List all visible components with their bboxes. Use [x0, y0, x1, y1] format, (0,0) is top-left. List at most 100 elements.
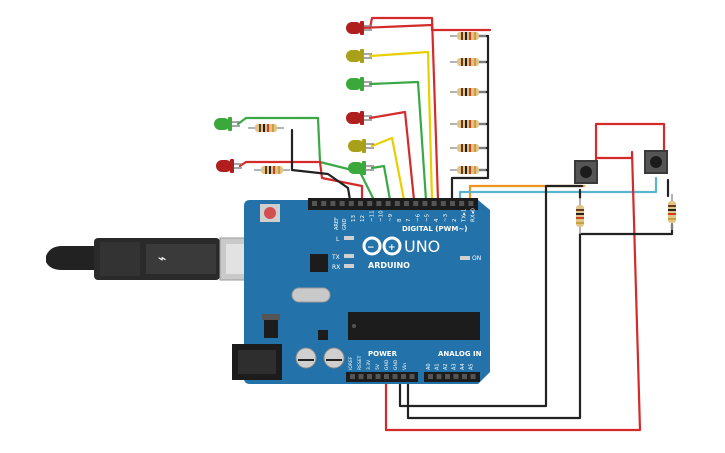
wire-red-left[interactable]	[238, 160, 364, 202]
resistor[interactable]	[450, 58, 486, 66]
header-pin[interactable]	[468, 201, 474, 206]
pushbutton-left[interactable]	[574, 160, 598, 184]
wire-yellow-led5[interactable]	[370, 136, 406, 202]
wires	[236, 16, 674, 432]
wire-black-led-rail[interactable]	[476, 60, 490, 172]
header-pin[interactable]	[394, 201, 400, 206]
usb-symbol-icon: ⌁	[158, 251, 166, 267]
header-pin[interactable]	[404, 201, 409, 206]
pin-label: 8	[397, 218, 403, 222]
reset-button[interactable]	[264, 207, 276, 219]
header-pin[interactable]	[358, 201, 363, 206]
pin-label: A2	[443, 363, 449, 370]
on-label: ON	[472, 255, 481, 262]
header-pin[interactable]	[376, 201, 382, 206]
pin-label: A0	[426, 363, 432, 370]
header-pin[interactable]	[339, 201, 345, 206]
header-pin[interactable]	[445, 374, 450, 379]
capacitor-2	[323, 347, 345, 369]
header-pin[interactable]	[367, 374, 372, 379]
wire-red-led4[interactable]	[368, 110, 416, 202]
pin-label: RX◂0	[471, 208, 477, 222]
arduino-logo-icon	[362, 236, 402, 256]
header-pin[interactable]	[401, 374, 406, 379]
resistor[interactable]	[450, 32, 486, 40]
wire-red-button-loop[interactable]	[384, 122, 666, 432]
header-pin[interactable]	[392, 374, 398, 379]
resistor[interactable]	[254, 166, 290, 174]
header-pin[interactable]	[367, 201, 373, 206]
pin-label: ~11	[369, 210, 375, 222]
header-pin[interactable]	[453, 374, 459, 379]
wire-black-left[interactable]	[290, 128, 352, 202]
header-pin[interactable]	[459, 201, 465, 206]
gnd-label: GND	[342, 218, 348, 230]
header-pin[interactable]	[422, 201, 428, 206]
led[interactable]	[348, 139, 374, 153]
header-pin[interactable]	[350, 374, 355, 379]
tx-led	[344, 254, 354, 258]
wire-black-gnd-long[interactable]	[398, 184, 584, 408]
pin-label: IOREF	[348, 356, 354, 370]
wire-yellow-led2[interactable]	[368, 50, 434, 202]
header-pin[interactable]	[409, 374, 415, 379]
pushbutton-right[interactable]	[644, 150, 668, 174]
resistor[interactable]	[248, 124, 284, 132]
resistor[interactable]	[450, 144, 486, 152]
pin-label: 12	[360, 215, 366, 222]
wire-black-gnd-right[interactable]	[406, 222, 674, 420]
digital-header-label: DIGITAL (PWM~)	[402, 225, 467, 233]
wire-green-left[interactable]	[236, 116, 376, 202]
resistor[interactable]	[576, 198, 584, 234]
usb-chip	[310, 254, 328, 272]
pin-label: 3.3V	[366, 359, 372, 370]
led[interactable]	[346, 111, 372, 125]
led-group	[214, 21, 374, 175]
header-pin[interactable]	[462, 374, 467, 379]
wire-cyan-button[interactable]	[458, 176, 658, 202]
resistor[interactable]	[668, 194, 676, 230]
header-pin[interactable]	[413, 201, 419, 206]
power-header[interactable]	[346, 372, 418, 382]
header-pin[interactable]	[450, 201, 455, 206]
led[interactable]	[216, 159, 242, 173]
on-led	[460, 256, 470, 260]
led[interactable]	[348, 161, 374, 175]
wire-green-led3[interactable]	[368, 80, 428, 202]
wire-red-top[interactable]	[358, 23, 492, 32]
board-model: UNO	[404, 237, 440, 256]
resistor[interactable]	[450, 166, 486, 174]
header-pin[interactable]	[384, 374, 389, 379]
arduino-board[interactable]: − + UNO ARDUINO DIGITAL (PWM~) POWER ANA…	[232, 198, 490, 384]
header-pin[interactable]	[428, 374, 433, 379]
led[interactable]	[346, 49, 372, 63]
pin-label: GND	[384, 359, 390, 370]
voltage-regulator	[264, 320, 278, 338]
led[interactable]	[214, 117, 240, 131]
wire-green-led6[interactable]	[370, 164, 392, 202]
pin-label: 5V	[375, 363, 381, 370]
header-pin[interactable]	[312, 201, 317, 206]
wire-red-led1[interactable]	[368, 16, 440, 202]
resistor[interactable]	[450, 88, 486, 96]
resistor[interactable]	[450, 120, 486, 128]
led[interactable]	[346, 77, 372, 91]
pin-label: 13	[351, 215, 357, 222]
pin-label: ~3	[443, 213, 449, 222]
header-pin[interactable]	[440, 201, 446, 206]
header-pin[interactable]	[348, 201, 354, 206]
header-pin[interactable]	[431, 201, 437, 206]
analog-header[interactable]	[424, 372, 480, 382]
header-pin[interactable]	[358, 374, 364, 379]
usb-cable: ⌁	[46, 237, 267, 281]
header-pin[interactable]	[375, 374, 381, 379]
header-pin[interactable]	[470, 374, 476, 379]
header-pin[interactable]	[436, 374, 442, 379]
header-pin[interactable]	[330, 201, 336, 206]
header-pin[interactable]	[321, 201, 327, 206]
power-header-label: POWER	[368, 350, 398, 358]
led[interactable]	[346, 21, 372, 35]
header-pin[interactable]	[385, 201, 391, 206]
